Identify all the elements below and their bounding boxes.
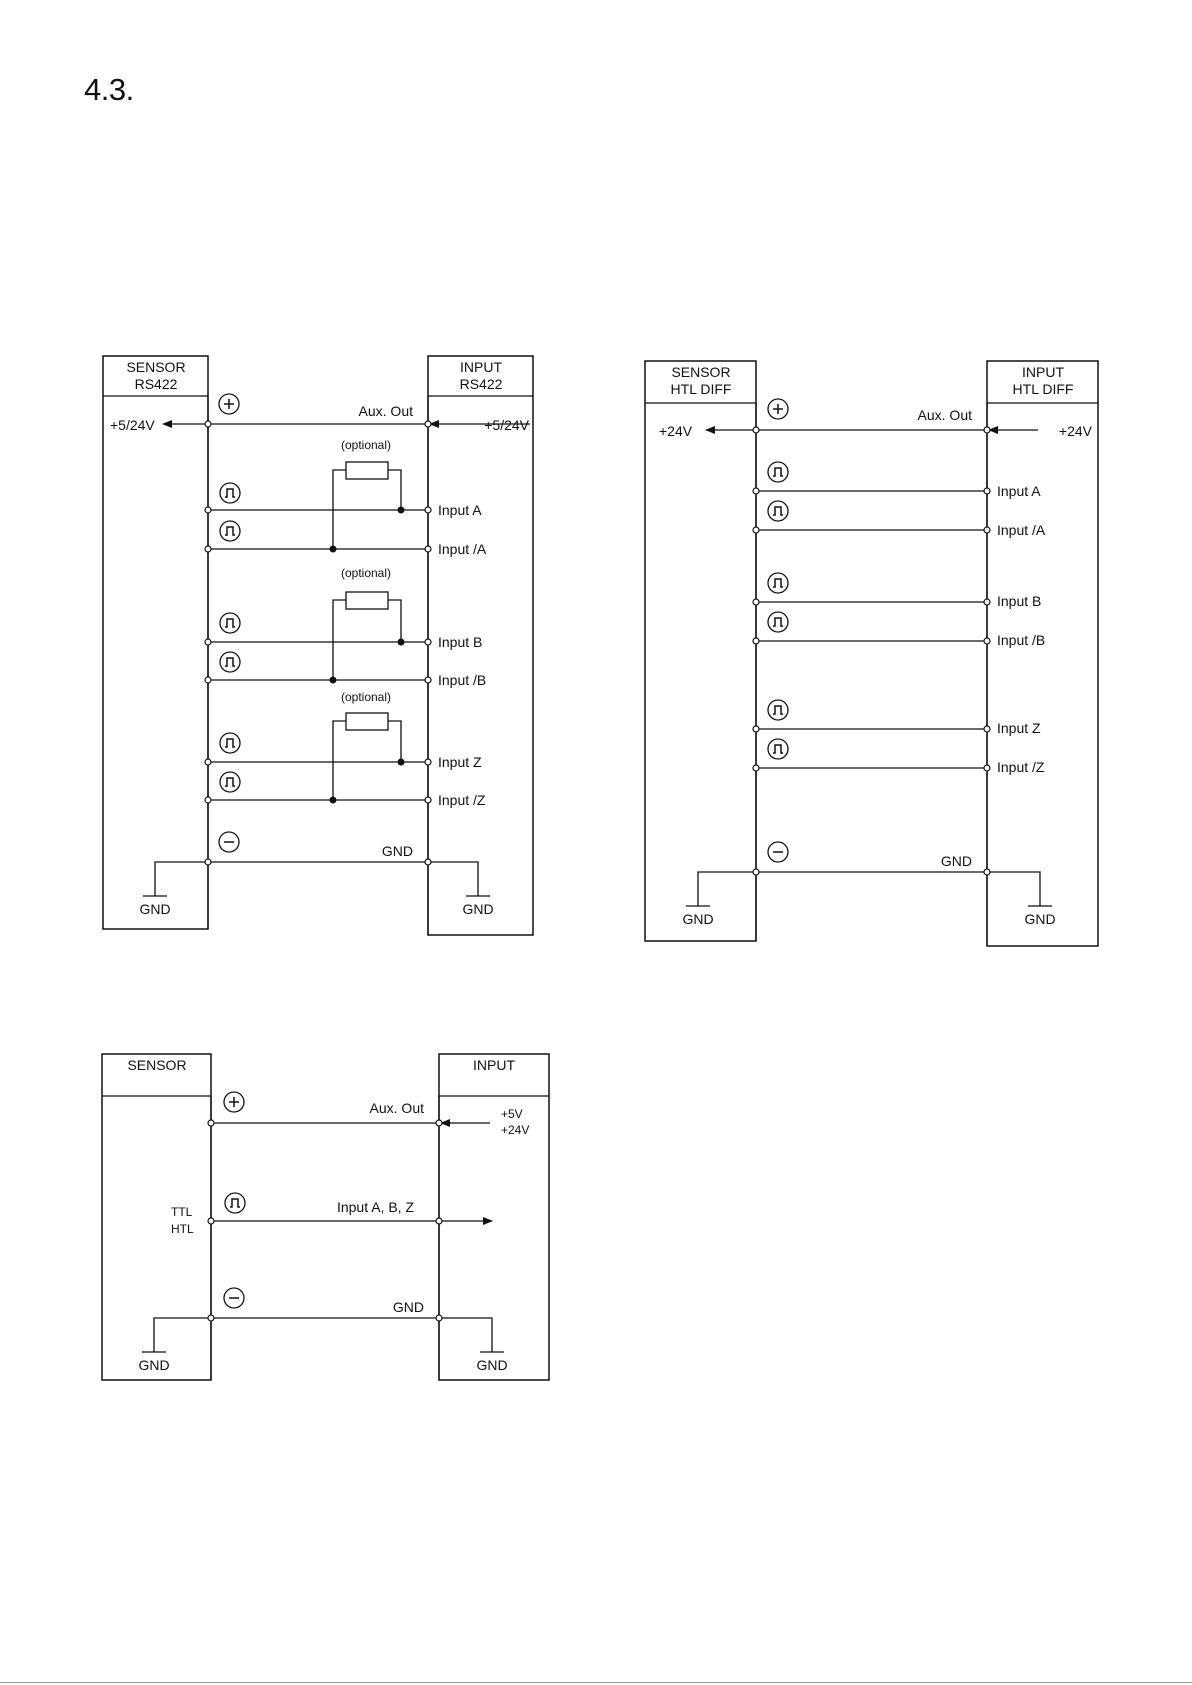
htl-input-box [986, 360, 1099, 947]
ground-icon [142, 1317, 211, 1353]
pulse-icon [219, 771, 241, 793]
rs422-supply-left: +5/24V [110, 417, 155, 433]
single-supply-24v: +24V [501, 1123, 529, 1137]
single-aux-out: Aux. Out [370, 1100, 425, 1116]
single-gnd-left: GND [138, 1357, 169, 1373]
htl-gnd-line: GND [941, 853, 972, 869]
ground-icon [439, 1317, 504, 1353]
single-input-box [438, 1053, 550, 1381]
pulse-icon [219, 612, 241, 634]
pulse-icon [767, 738, 789, 760]
rs422-sensor-title-1: SENSOR [126, 359, 185, 375]
rs422-input-b: Input B [438, 634, 482, 650]
page-bottom-rule [0, 1682, 1192, 1683]
ground-icon [686, 871, 756, 907]
rs422-optional-a: (optional) [341, 438, 391, 452]
rs422-gnd-line: GND [382, 843, 413, 859]
resistor-icon [345, 461, 389, 480]
htl-sensor-box [644, 360, 757, 942]
htl-sensor-title-1: SENSOR [671, 364, 730, 380]
rs422-input-a: Input A [438, 502, 482, 518]
ground-icon [143, 861, 208, 897]
single-input-label: Input A, B, Z [337, 1199, 414, 1215]
pulse-icon [219, 520, 241, 542]
rs422-supply-right: +5/24V [484, 417, 529, 433]
rs422-gnd-left: GND [139, 901, 170, 917]
htl-gnd-left: GND [682, 911, 713, 927]
htl-input-title-1: INPUT [1022, 364, 1064, 380]
htl-gnd-right: GND [1024, 911, 1055, 927]
resistor-icon [345, 712, 389, 731]
pulse-icon [767, 699, 789, 721]
htl-supply-left: +24V [659, 423, 693, 439]
pulse-icon [767, 461, 789, 483]
pulse-icon [219, 482, 241, 504]
ground-icon [428, 861, 490, 897]
rs422-gnd-right: GND [462, 901, 493, 917]
diagram-rs422: SENSOR RS422 INPUT RS422 +5/24V +5/24V A… [102, 355, 534, 936]
single-sensor-title: SENSOR [127, 1057, 186, 1073]
rs422-input-not-z: Input /Z [438, 792, 486, 808]
htl-input-not-z: Input /Z [997, 759, 1045, 775]
pulse-icon [219, 732, 241, 754]
rs422-sensor-title-2: RS422 [135, 376, 178, 392]
single-supply-5v: +5V [501, 1107, 523, 1121]
rs422-input-title-1: INPUT [460, 359, 502, 375]
section-heading: 4.3. [84, 72, 134, 107]
diagram-htl-diff: SENSOR HTL DIFF INPUT HTL DIFF +24V +24V… [644, 360, 1099, 947]
rs422-input-title-2: RS422 [460, 376, 503, 392]
htl-sensor-title-2: HTL DIFF [671, 381, 732, 397]
single-signal-htl: HTL [171, 1222, 194, 1236]
htl-input-a: Input A [997, 483, 1041, 499]
rs422-input-z: Input Z [438, 754, 482, 770]
rs422-sensor-box [102, 355, 209, 930]
single-gnd-right: GND [476, 1357, 507, 1373]
single-gnd-line: GND [393, 1299, 424, 1315]
pulse-icon [224, 1192, 246, 1214]
htl-supply-right: +24V [1059, 423, 1093, 439]
pulse-icon [767, 572, 789, 594]
diagram-single-ended: SENSOR INPUT Aux. Out +5V +24V Input A, … [101, 1053, 550, 1381]
htl-input-title-2: HTL DIFF [1013, 381, 1074, 397]
pulse-icon [767, 500, 789, 522]
single-sensor-box [101, 1053, 212, 1381]
rs422-input-not-b: Input /B [438, 672, 486, 688]
htl-input-not-b: Input /B [997, 632, 1045, 648]
htl-aux-out: Aux. Out [918, 407, 973, 423]
htl-input-not-a: Input /A [997, 522, 1046, 538]
htl-input-z: Input Z [997, 720, 1041, 736]
rs422-aux-out: Aux. Out [359, 403, 414, 419]
ground-icon [987, 871, 1052, 907]
pulse-icon [219, 651, 241, 673]
resistor-icon [345, 591, 389, 610]
pulse-icon [767, 611, 789, 633]
rs422-optional-z: (optional) [341, 690, 391, 704]
single-input-title: INPUT [473, 1057, 515, 1073]
single-signal-ttl: TTL [171, 1205, 193, 1219]
htl-input-b: Input B [997, 593, 1041, 609]
rs422-optional-b: (optional) [341, 566, 391, 580]
rs422-input-not-a: Input /A [438, 541, 487, 557]
